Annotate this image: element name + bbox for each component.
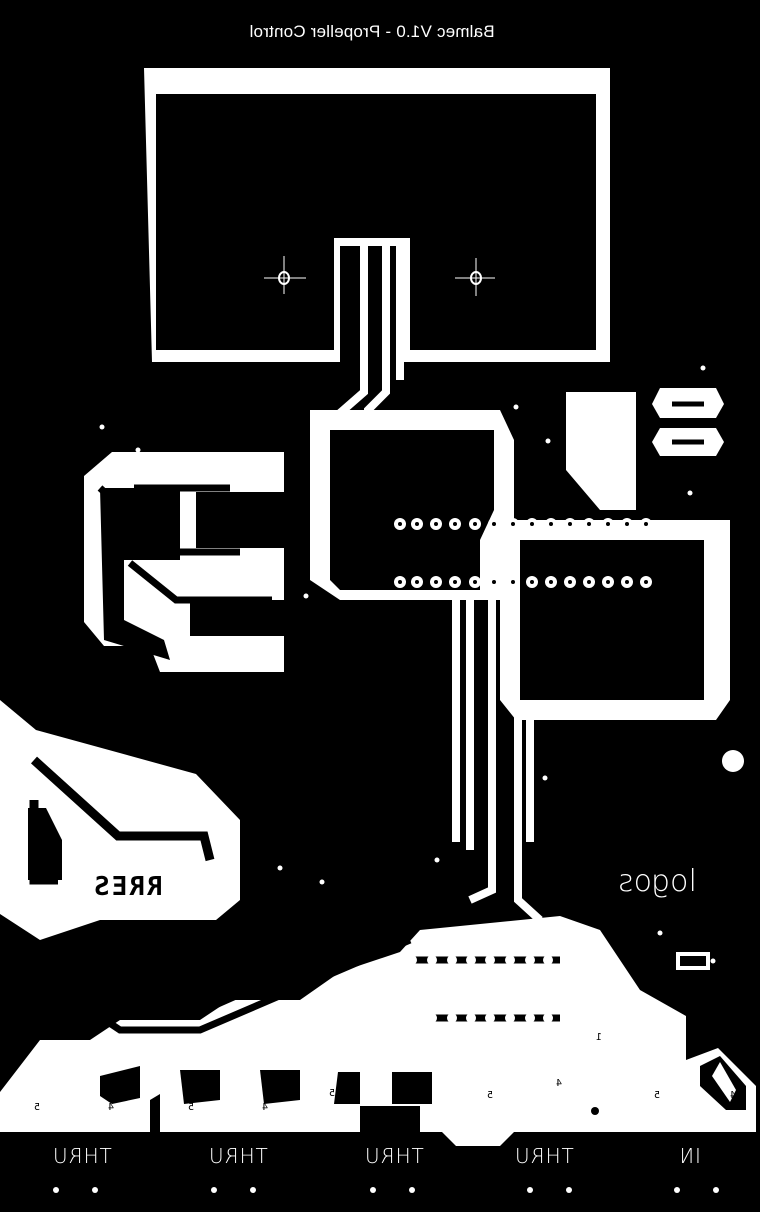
pin-label: 5 (654, 1090, 661, 1101)
mounting-hole-right (455, 258, 495, 296)
logos-label: logos (618, 864, 697, 899)
board-title: Balmec V1.0 - Propeller Control (249, 22, 495, 41)
pin-label: 5 (329, 1088, 336, 1099)
connector-label-j3: THRU (364, 1144, 424, 1168)
board-edge (760, 0, 768, 1212)
connector-label-j1: THRU (52, 1144, 112, 1168)
connector-label-j5: IN (678, 1144, 701, 1168)
rres-label: RRES (92, 872, 163, 902)
connector-label-j4: THRU (514, 1144, 574, 1168)
connector-label-j2: THRU (208, 1144, 268, 1168)
pin-label: 4 (262, 1102, 269, 1113)
pin-label: 5 (188, 1102, 195, 1113)
pin-label: 4 (108, 1102, 115, 1113)
pin-label: 5 (487, 1090, 494, 1101)
pin-label: 4 (556, 1078, 563, 1089)
fiducial (722, 750, 744, 772)
pin1-label: 1 (596, 1032, 603, 1043)
header-dots (53, 1187, 719, 1193)
pin-label: 4 (434, 1090, 441, 1101)
mounting-hole-left (264, 256, 306, 294)
pin-label: 4 (730, 1090, 737, 1101)
pin-label: 5 (34, 1102, 41, 1113)
